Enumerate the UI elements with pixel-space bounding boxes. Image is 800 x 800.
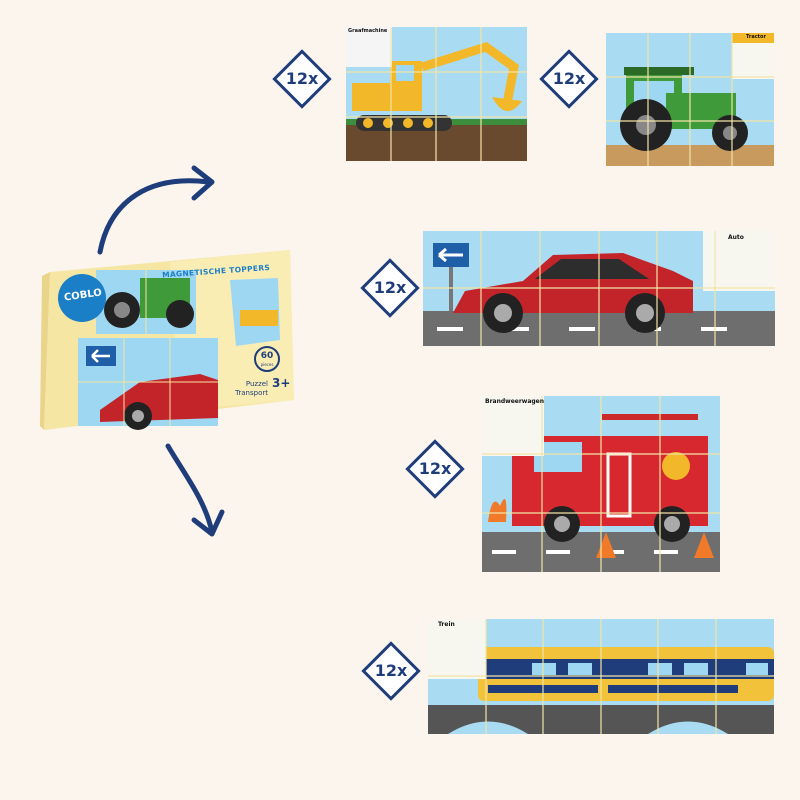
count-label: 12x: [418, 459, 452, 478]
count-badge: 12x: [361, 641, 421, 701]
pieces-count: 60: [260, 351, 274, 361]
box-subtitle-line2: Transport: [235, 389, 268, 397]
count-badge: 12x: [405, 439, 465, 499]
count-label: 12x: [552, 69, 586, 88]
count-badge: 12x: [539, 49, 599, 109]
box-subtitle-line1: Puzzel: [245, 380, 268, 388]
count-label: 12x: [373, 278, 407, 297]
puzzle-title: Auto: [728, 234, 744, 241]
puzzle-title: Graafmachine: [348, 28, 388, 34]
pieces-label: pieces: [260, 362, 274, 367]
count-badge: 12x: [272, 49, 332, 109]
product-box: COBLO MAGNETISCHE TOPPERS 60 pieces Puzz…: [40, 250, 300, 430]
box-subtitle: Puzzel Transport: [226, 380, 268, 398]
puzzle-brandweerwagen: Brandweerwagen: [482, 396, 720, 572]
arrow-up-icon: [97, 165, 215, 255]
puzzle-title: Brandweerwagen: [485, 398, 545, 405]
count-badge: 12x: [360, 258, 420, 318]
puzzle-graafmachine: Graafmachine: [346, 27, 527, 161]
count-label: 12x: [285, 69, 319, 88]
puzzle-auto: Auto: [423, 231, 775, 346]
puzzle-title: Tractor: [746, 34, 766, 40]
puzzle-title: Trein: [438, 621, 455, 628]
count-label: 12x: [374, 661, 408, 680]
puzzle-tractor: Tractor: [606, 33, 774, 166]
arrow-down-icon: [165, 443, 225, 537]
pieces-badge: 60 pieces: [254, 346, 280, 372]
age-label: 3+: [272, 376, 291, 390]
puzzle-trein: Trein: [428, 619, 774, 734]
